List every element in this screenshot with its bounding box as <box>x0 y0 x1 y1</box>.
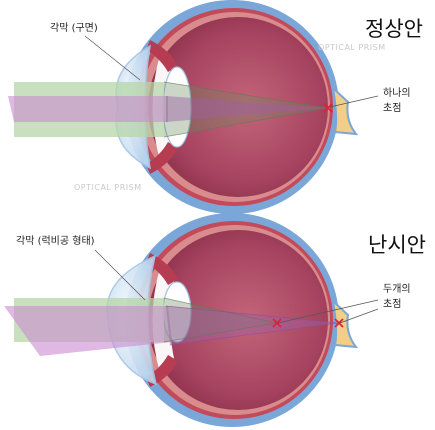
top-cornea-leader <box>84 35 141 81</box>
bottom-focus-leader-2 <box>339 308 379 324</box>
top-optic-nerve <box>331 85 359 136</box>
top-eye <box>8 0 379 214</box>
top-cornea-label: 각막 (구면) <box>50 22 98 34</box>
top-purple-beam <box>8 96 168 122</box>
bottom-focus-mark-1 <box>272 318 282 328</box>
top-focus-label-line2: 초점 <box>383 102 401 114</box>
bottom-cornea-label: 각막 (럭비공 형태) <box>16 235 95 247</box>
bottom-cornea-leader <box>94 249 146 301</box>
watermark-2: OPTICAL PRISM <box>74 183 142 192</box>
top-focus-leader <box>329 95 379 108</box>
bottom-eye <box>4 213 379 427</box>
bottom-focus-label-line1: 두개의 <box>383 283 411 295</box>
bottom-focus-leader-1 <box>277 299 379 324</box>
bottom-focus-mark-2 <box>334 318 344 328</box>
bottom-title: 난시안 <box>368 233 426 257</box>
bottom-focus-label-line2: 초점 <box>383 298 401 310</box>
top-vitreous <box>148 17 328 197</box>
watermark-1: OPTICAL PRISM <box>318 43 386 52</box>
top-focus-label-line1: 하나의 <box>383 86 411 99</box>
top-focus-mark <box>323 103 333 113</box>
bottom-purple-beam <box>4 306 172 356</box>
bottom-vitreous <box>148 230 328 410</box>
top-title: 정상안 <box>365 17 423 41</box>
